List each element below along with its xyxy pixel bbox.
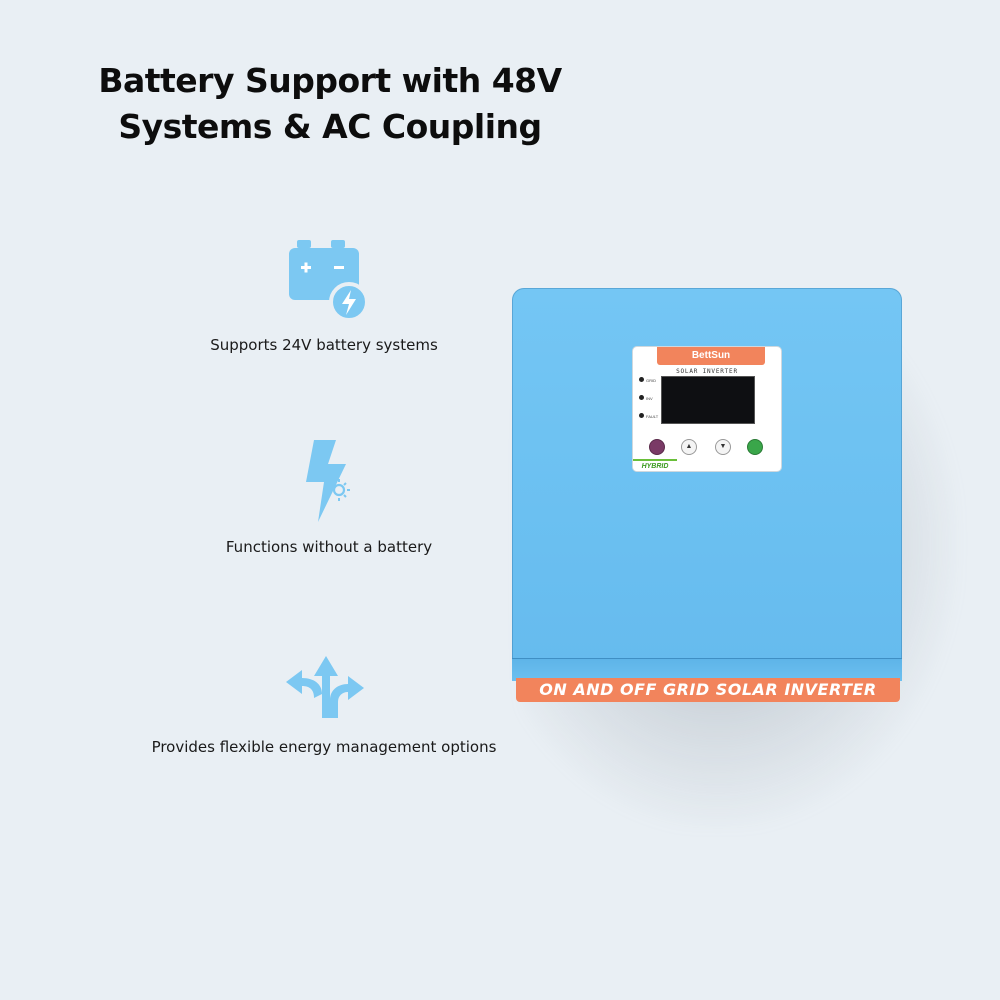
feature-label: Provides flexible energy management opti…	[151, 738, 497, 756]
hybrid-tag: HYBRID	[633, 459, 677, 471]
feature-label: Supports 24V battery systems	[210, 336, 438, 354]
headline-line-1: Battery Support with 48V	[98, 61, 562, 100]
inverter-case: BettSun SOLAR INVERTER GRID INV FAULT ▲ …	[512, 288, 902, 664]
product-banner: ON AND OFF GRID SOLAR INVERTER	[516, 678, 900, 702]
down-button: ▼	[715, 439, 731, 455]
led-indicator	[639, 413, 644, 418]
panel-title: SOLAR INVERTER	[676, 368, 738, 375]
power-button-icon	[649, 439, 665, 455]
feature-label: Functions without a battery	[225, 538, 433, 556]
feature-no-battery: Functions without a battery	[179, 438, 479, 556]
lcd-screen	[661, 376, 755, 424]
led-indicator	[639, 395, 644, 400]
brand-logo: BettSun	[657, 347, 765, 365]
led-label: INV	[646, 396, 653, 401]
split-arrows-icon	[124, 636, 524, 720]
enter-button-icon	[747, 439, 763, 455]
led-indicator	[639, 377, 644, 382]
battery-charge-icon	[174, 236, 474, 322]
lightning-sun-icon	[179, 438, 479, 524]
page-headline: Battery Support with 48V Systems & AC Co…	[60, 58, 600, 150]
headline-line-2: Systems & AC Coupling	[118, 107, 542, 146]
led-label: GRID	[646, 378, 656, 383]
inverter-bottom-lip	[512, 658, 902, 681]
feature-battery: Supports 24V battery systems	[174, 236, 474, 354]
feature-flexible: Provides flexible energy management opti…	[124, 636, 524, 756]
led-label: FAULT	[646, 414, 659, 419]
inverter-product-image: BettSun SOLAR INVERTER GRID INV FAULT ▲ …	[512, 288, 902, 706]
control-panel: BettSun SOLAR INVERTER GRID INV FAULT ▲ …	[632, 346, 782, 472]
up-button: ▲	[681, 439, 697, 455]
